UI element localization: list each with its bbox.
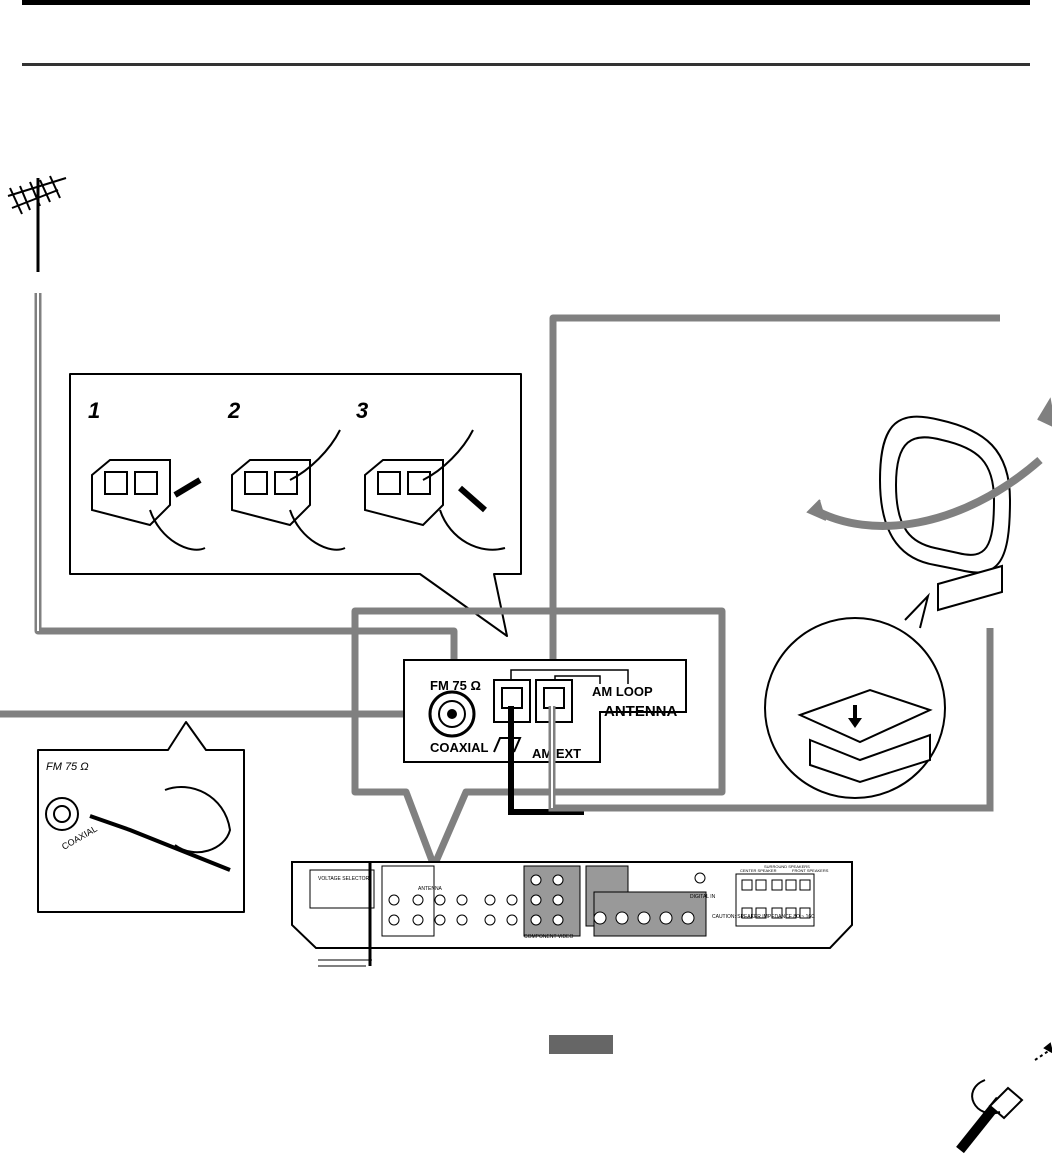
caution-impedance-label: CAUTION: SPEAKER IMPEDANCE 8Ω ~ 16Ω [712,914,815,920]
top-rule [22,0,1030,5]
am-ext-label: AM EXT [532,746,581,761]
fm-75-ohm-label: FM 75 Ω [430,678,481,693]
coax-plug-twist-icon [956,1042,1052,1154]
step-3-label: 3 [356,398,368,423]
digital-in-label: DIGITAL IN [690,894,716,900]
surround-speakers-label: SURROUND SPEAKERS [764,864,810,869]
antenna-label: ANTENNA [604,703,677,720]
section-rule [22,63,1030,66]
inset-fm-label: FM 75 Ω [46,761,89,773]
step-1-label: 1 [88,398,100,423]
am-loop-label: AM LOOP [592,684,653,699]
center-speaker-label: CENTER SPEAKER [740,868,777,873]
am-loop-cable [549,314,1000,700]
coax-plug-inset [37,721,245,913]
receiver-rear-panel [291,861,853,967]
clip-step-1-icon [91,459,206,551]
voltage-selector-label: VOLTAGE SELECTOR [318,876,370,882]
component-video-label: COMPONENT VIDEO [524,934,573,940]
am-ext-wire [508,706,584,815]
rear-antenna-label: ANTENNA [418,886,443,892]
clip-step-2-icon [231,429,346,551]
front-speakers-label: FRONT SPEAKERS [792,868,829,873]
am-loop-base-zoom-inset [764,592,946,799]
clip-step-3-icon [364,429,506,551]
panel-callout-frame [351,607,726,870]
note-badge [549,1035,613,1054]
coaxial-label: COAXIAL [430,740,489,755]
am-loop-antenna-icon [806,397,1052,612]
outdoor-fm-antenna-icon [7,175,67,272]
step-2-label: 2 [227,398,241,423]
